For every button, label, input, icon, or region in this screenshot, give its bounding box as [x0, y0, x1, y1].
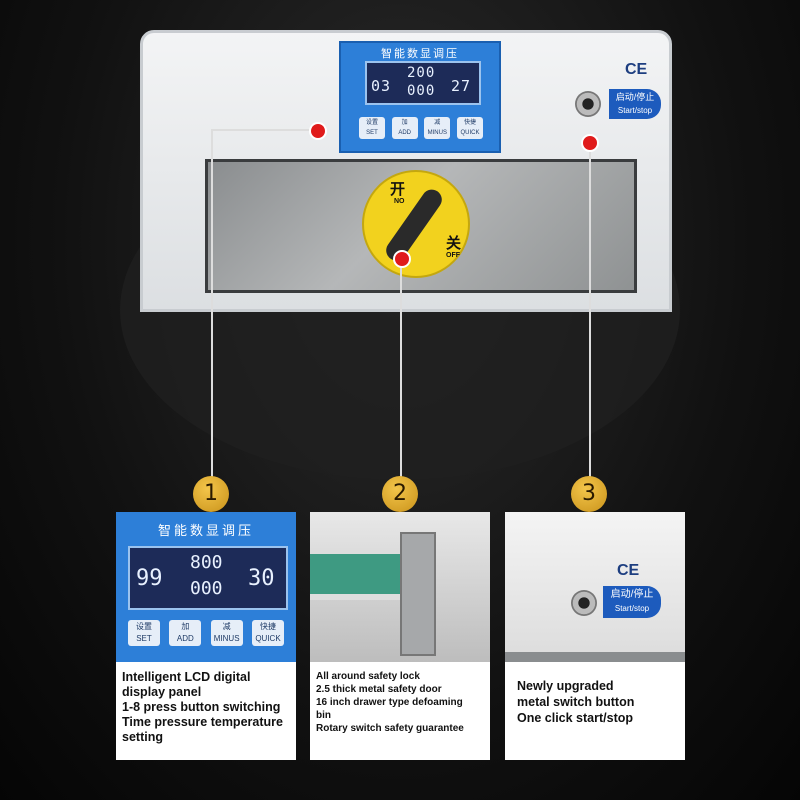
lcd-pressure-set: 800 — [190, 552, 223, 573]
lcd-temp-value: 27 — [451, 77, 472, 95]
panel-title: 智能数显调压 — [381, 48, 459, 60]
lcd-pressure-set: 200 — [407, 65, 436, 81]
callout-dot-3 — [581, 134, 599, 152]
knob-on-label: 开 — [390, 181, 406, 198]
lcd-screen: 99 800 000 30 — [128, 546, 288, 610]
callout-line-2-v — [400, 258, 402, 478]
lcd-time-value: 03 — [371, 77, 392, 95]
callout-line-1-h — [212, 129, 316, 131]
knob-off-en-label: OFF — [446, 252, 460, 259]
callout-line-3-v — [589, 141, 591, 477]
lcd-temp-value: 30 — [248, 566, 275, 591]
safety-lock-photo — [310, 512, 490, 662]
switch-photo: CE 启动/停止 Start/stop — [505, 512, 685, 662]
ce-mark: CE — [617, 562, 640, 579]
knob-on-en-label: NO — [394, 198, 405, 205]
knob-off-label: 关 — [446, 235, 462, 252]
lock-bracket — [400, 532, 436, 656]
callout-dot-1 — [309, 122, 327, 140]
feature-card-safety: All around safety lock 2.5 thick metal s… — [310, 512, 490, 760]
start-stop-switch[interactable] — [571, 590, 597, 616]
panel-title: 智能数显调压 — [157, 523, 254, 538]
callout-line-1-v — [211, 129, 213, 477]
feature-card-switch: CE 启动/停止 Start/stop Newly upgraded metal… — [505, 512, 685, 760]
feature-description-3: Newly upgraded metal switch button One c… — [517, 679, 635, 725]
callout-dot-2 — [393, 250, 411, 268]
callout-number-2: 2 — [382, 476, 418, 512]
ce-mark: CE — [625, 61, 648, 78]
start-stop-switch[interactable] — [575, 91, 601, 117]
callout-number-3: 3 — [571, 476, 607, 512]
switch-label: 启动/停止 Start/stop — [609, 89, 661, 119]
feature-description-1: Intelligent LCD digital display panel 1-… — [122, 670, 283, 744]
lcd-screen: 03 200 000 27 — [365, 61, 481, 105]
callout-number-1: 1 — [193, 476, 229, 512]
lcd-pressure-actual: 000 — [407, 83, 436, 99]
lcd-time-value: 99 — [136, 566, 163, 591]
rotary-safety-knob[interactable]: 开 NO 关 OFF — [362, 170, 470, 278]
lcd-pressure-actual: 000 — [190, 578, 223, 599]
feature-description-2: All around safety lock 2.5 thick metal s… — [316, 671, 464, 734]
switch-label: 启动/停止 Start/stop — [603, 586, 661, 618]
